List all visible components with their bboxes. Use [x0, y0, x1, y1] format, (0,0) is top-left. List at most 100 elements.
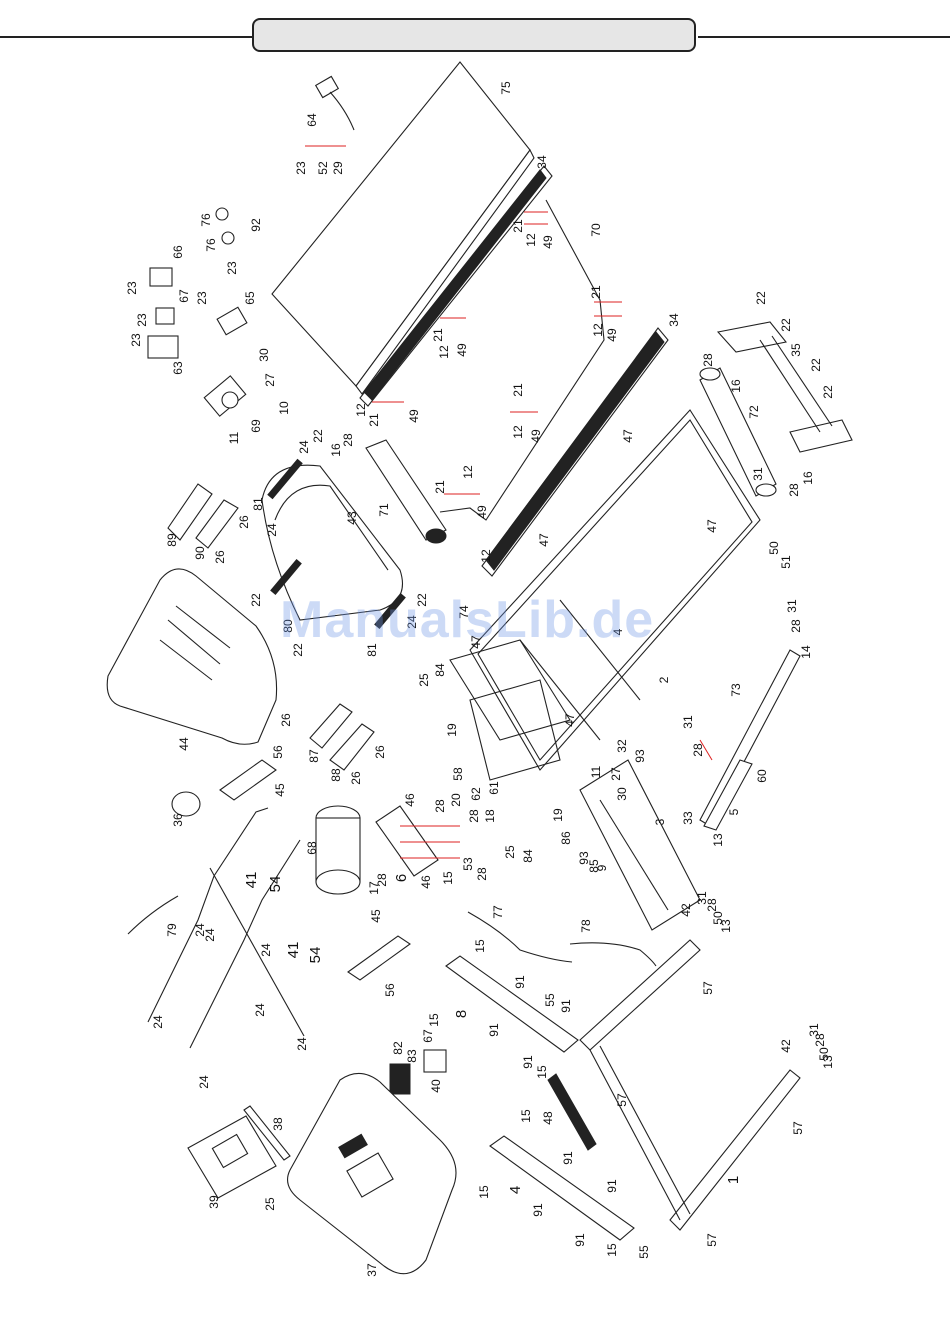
- part-number-16: 16: [729, 379, 743, 393]
- part-number-81: 81: [251, 497, 265, 511]
- part-number-16: 16: [801, 471, 815, 485]
- part-number-85: 85: [587, 859, 601, 873]
- part-number-21: 21: [433, 480, 447, 494]
- part-number-30: 30: [615, 787, 629, 801]
- part-number-55: 55: [543, 993, 557, 1007]
- part-number-24: 24: [253, 1003, 267, 1017]
- incline-motor: [699, 649, 801, 831]
- part-number-54: 54: [267, 876, 284, 893]
- part-number-1: 1: [725, 1176, 742, 1184]
- control-board-66: [149, 267, 173, 287]
- part-number-55: 55: [637, 1245, 651, 1259]
- part-number-27: 27: [609, 767, 623, 781]
- part-number-35: 35: [789, 343, 803, 357]
- watermark: ManualsLib.de: [280, 591, 655, 649]
- bracket-6: [375, 805, 439, 877]
- part-number-41: 41: [285, 942, 302, 959]
- part-number-68: 68: [305, 841, 319, 855]
- part-number-49: 49: [407, 409, 421, 423]
- part-number-30: 30: [257, 348, 271, 362]
- part-number-25: 25: [417, 673, 431, 687]
- wire-harness-77: [467, 911, 573, 963]
- part-number-76: 76: [204, 238, 218, 252]
- part-number-89: 89: [165, 533, 179, 547]
- part-number-26: 26: [237, 515, 251, 529]
- part-number-63: 63: [171, 361, 185, 375]
- part-number-25: 25: [263, 1197, 277, 1211]
- part-number-17: 17: [367, 881, 381, 895]
- part-number-22: 22: [779, 318, 793, 332]
- foam-grip-upper: [219, 759, 277, 801]
- hardware-leaders: [305, 145, 713, 859]
- part-number-15: 15: [477, 1185, 491, 1199]
- part-number-79: 79: [165, 923, 179, 937]
- part-number-67: 67: [421, 1029, 435, 1043]
- part-number-73: 73: [729, 683, 743, 697]
- part-number-44: 44: [177, 737, 191, 751]
- part-number-65: 65: [243, 291, 257, 305]
- part-number-84: 84: [521, 849, 535, 863]
- part-number-51: 51: [779, 555, 793, 569]
- foot-76a: [215, 207, 229, 221]
- part-number-28: 28: [691, 743, 705, 757]
- part-number-91: 91: [605, 1179, 619, 1193]
- part-number-46: 46: [403, 793, 417, 807]
- part-number-23: 23: [135, 313, 149, 327]
- part-number-78: 78: [579, 919, 593, 933]
- part-number-29: 29: [331, 161, 345, 175]
- side-rail-left: [481, 327, 669, 577]
- control-board-67: [155, 307, 175, 325]
- part-number-23: 23: [294, 161, 308, 175]
- base-frame: [579, 939, 801, 1231]
- part-number-13: 13: [719, 919, 733, 933]
- part-number-57: 57: [615, 1093, 629, 1107]
- part-number-22: 22: [809, 358, 823, 372]
- side-cover-upper-inner: [195, 499, 239, 549]
- part-number-24: 24: [197, 1075, 211, 1089]
- running-deck: [271, 61, 535, 395]
- part-number-25: 25: [503, 845, 517, 859]
- part-number-45: 45: [369, 909, 383, 923]
- part-number-28: 28: [467, 809, 481, 823]
- deck-support-outline: [439, 199, 605, 521]
- part-number-31: 31: [807, 1023, 821, 1037]
- part-number-50: 50: [711, 911, 725, 925]
- part-number-15: 15: [519, 1109, 533, 1123]
- part-number-66: 66: [171, 245, 185, 259]
- part-number-31: 31: [695, 891, 709, 905]
- rear-roller: [699, 367, 777, 497]
- part-number-3: 3: [653, 818, 667, 825]
- part-number-71: 71: [377, 503, 391, 517]
- part-number-87: 87: [307, 749, 321, 763]
- part-number-26: 26: [213, 550, 227, 564]
- part-number-32: 32: [615, 739, 629, 753]
- part-number-15: 15: [427, 1013, 441, 1027]
- part-number-61: 61: [487, 781, 501, 795]
- wire-harness-79: [127, 895, 179, 935]
- part-number-91: 91: [513, 975, 527, 989]
- part-number-22: 22: [754, 291, 768, 305]
- part-number-12: 12: [479, 549, 493, 563]
- part-number-2: 2: [657, 676, 671, 683]
- upright-right: [445, 955, 579, 1053]
- part-number-84: 84: [433, 663, 447, 677]
- hood-grille-mid: [270, 559, 302, 595]
- part-number-12: 12: [591, 323, 605, 337]
- part-number-93: 93: [577, 851, 591, 865]
- part-number-48: 48: [541, 1111, 555, 1125]
- part-number-91: 91: [561, 1151, 575, 1165]
- part-number-31: 31: [785, 599, 799, 613]
- title-box: [252, 18, 696, 52]
- part-number-15: 15: [535, 1065, 549, 1079]
- fan: [423, 1049, 447, 1073]
- side-cover-lower-inner: [329, 723, 375, 771]
- part-number-15: 15: [473, 939, 487, 953]
- part-number-43: 43: [345, 511, 359, 525]
- part-number-49: 49: [529, 429, 543, 443]
- part-number-64: 64: [305, 113, 319, 127]
- part-number-91: 91: [559, 999, 573, 1013]
- part-number-11: 11: [227, 431, 241, 444]
- part-number-24: 24: [297, 440, 311, 454]
- part-number-24: 24: [295, 1037, 309, 1051]
- part-number-23: 23: [225, 261, 239, 275]
